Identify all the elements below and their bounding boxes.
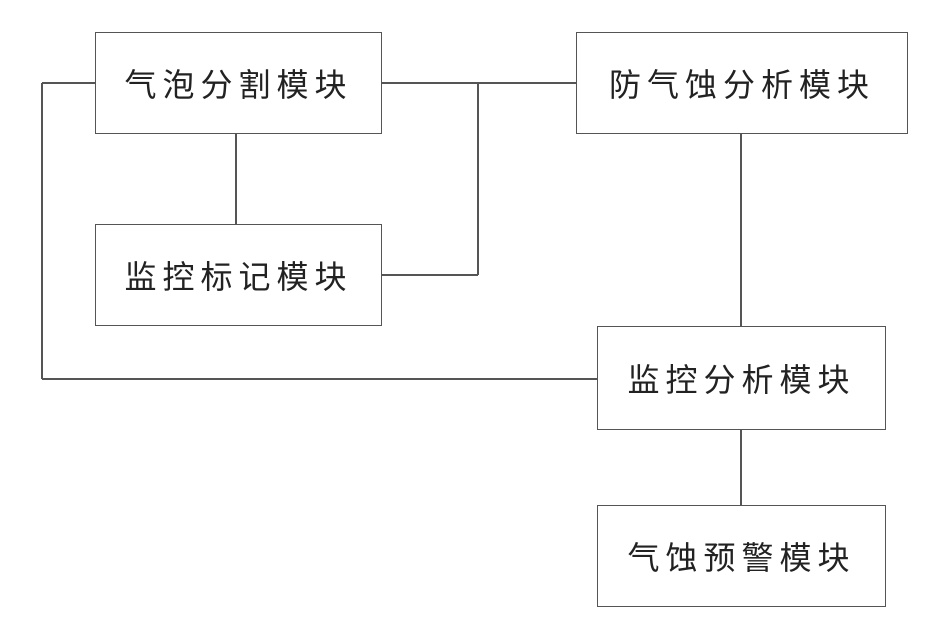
- monitoring-analysis-label: 监控分析模块: [627, 355, 855, 401]
- monitoring-marking-module: 监控标记模块: [95, 224, 382, 326]
- cavitation-warning-label: 气蚀预警模块: [627, 533, 855, 579]
- anti-cavitation-analysis-label: 防气蚀分析模块: [609, 60, 875, 106]
- bubble-segmentation-module: 气泡分割模块: [95, 32, 382, 134]
- monitoring-marking-label: 监控标记模块: [124, 252, 352, 298]
- anti-cavitation-analysis-module: 防气蚀分析模块: [576, 32, 908, 134]
- bubble-segmentation-label: 气泡分割模块: [124, 60, 352, 106]
- monitoring-analysis-module: 监控分析模块: [597, 326, 886, 430]
- cavitation-warning-module: 气蚀预警模块: [597, 505, 886, 607]
